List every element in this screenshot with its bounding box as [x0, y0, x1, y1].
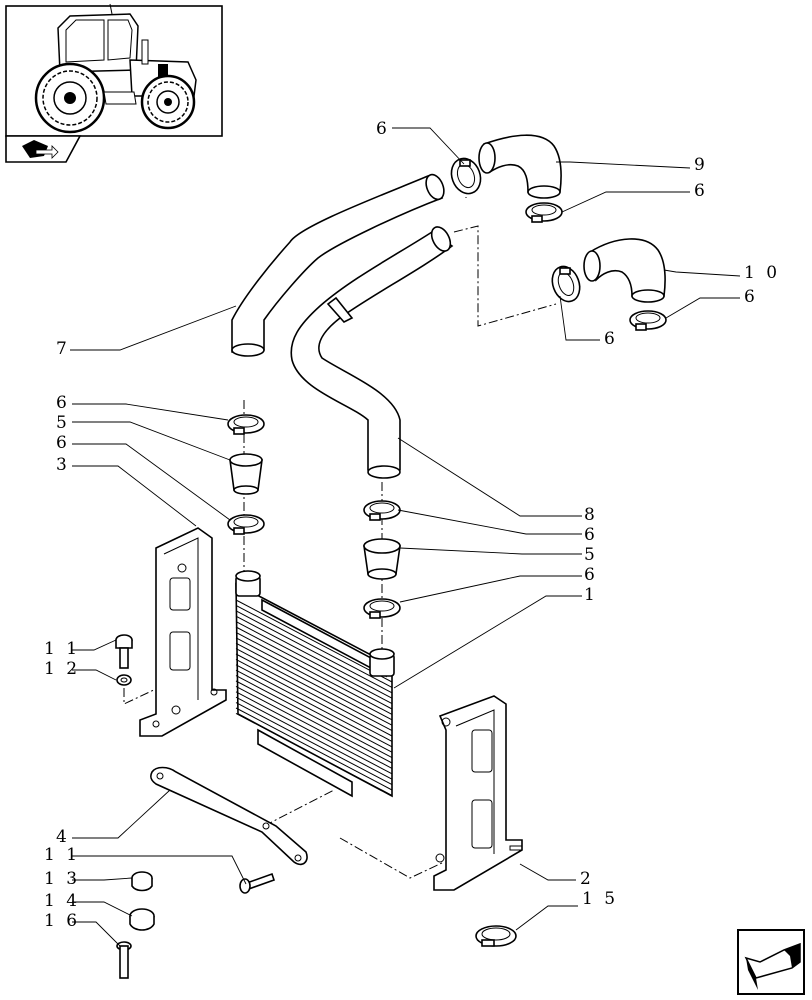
bracket-2[interactable]	[433, 695, 523, 891]
cooler-fin	[235, 604, 393, 688]
cooler-fin	[235, 599, 393, 683]
cooler-fin	[235, 637, 393, 721]
cooler-fin	[235, 712, 393, 796]
callout-6: 6	[56, 433, 70, 453]
callout-6: 6	[584, 525, 598, 545]
clamp-6-mid[interactable]	[548, 263, 585, 306]
callout-16: 1 6	[44, 911, 80, 931]
cooler-fin	[235, 685, 393, 769]
elbow-hose-9[interactable]	[478, 134, 562, 199]
callout-5: 5	[56, 413, 70, 433]
callout-6: 6	[584, 565, 598, 585]
cooler-fin	[235, 669, 393, 753]
callout-13: 1 3	[44, 869, 80, 889]
hose-pipe-8[interactable]	[290, 224, 454, 479]
callout-11: 1 1	[44, 845, 80, 865]
cooler-fin	[235, 675, 393, 759]
sleeve-5-left[interactable]	[229, 453, 263, 495]
intercooler-1[interactable]	[235, 570, 395, 798]
bolt-11-bottom[interactable]	[239, 872, 276, 894]
nut-14[interactable]	[129, 908, 155, 931]
callout-9: 9	[694, 155, 708, 175]
cooler-fin	[235, 642, 393, 726]
hose-pipe-7[interactable]	[231, 172, 447, 357]
callout-15: 1 5	[582, 889, 618, 909]
cooler-fin	[235, 702, 393, 786]
callout-8: 8	[584, 505, 598, 525]
callout-1: 1	[584, 585, 598, 605]
cooler-fin	[235, 653, 393, 737]
cooler-fin	[235, 648, 393, 732]
callout-7: 7	[56, 339, 70, 359]
sleeve-5-right[interactable]	[363, 538, 401, 580]
callout-6: 6	[376, 119, 390, 139]
cooler-fin	[235, 658, 393, 742]
cooler-fin	[235, 621, 393, 705]
cooler-fin	[235, 664, 393, 748]
clamp-6-elbow9[interactable]	[525, 202, 563, 223]
cooler-fin	[235, 691, 393, 775]
bracket-3[interactable]	[139, 527, 227, 737]
nut-13[interactable]	[131, 871, 153, 892]
callout-labels: 6 9 6 1 0 6 6 7 6 5 6 3 8 6 5 6 1 1 1 1 …	[44, 119, 780, 931]
callout-2: 2	[580, 869, 594, 889]
bolt-11-top[interactable]	[115, 634, 133, 669]
callout-5: 5	[584, 545, 598, 565]
clamp-6-left-upper[interactable]	[227, 414, 265, 435]
elbow-hose-10[interactable]	[583, 238, 666, 303]
clamp-6-right-lower[interactable]	[363, 598, 401, 619]
callout-6: 6	[694, 181, 708, 201]
leader-lines	[70, 127, 741, 947]
cooler-fin	[235, 631, 393, 715]
callout-4: 4	[56, 827, 70, 847]
clamp-6-left-lower[interactable]	[227, 514, 265, 535]
cooler-fin	[235, 610, 393, 694]
callout-11: 1 1	[44, 639, 80, 659]
callout-10: 1 0	[744, 263, 780, 283]
cooler-fin	[235, 680, 393, 764]
clamp-6-elbow10[interactable]	[629, 310, 667, 331]
callout-3: 3	[56, 455, 70, 475]
callout-6: 6	[56, 393, 70, 413]
cooler-fin	[235, 626, 393, 710]
bolt-16[interactable]	[116, 941, 132, 979]
tractor-thumbnail[interactable]	[5, 3, 223, 137]
tractor-icon	[34, 3, 197, 134]
cooler-fin	[235, 707, 393, 791]
cooler-fin	[235, 696, 393, 780]
callout-6: 6	[744, 287, 758, 307]
arrow-back-icon[interactable]	[737, 929, 805, 995]
washer-12[interactable]	[116, 674, 132, 686]
callout-6: 6	[604, 329, 618, 349]
clamp-6-right-upper[interactable]	[363, 500, 401, 521]
callout-12: 1 2	[44, 659, 80, 679]
cooler-fin	[235, 615, 393, 699]
book-arrow-icon[interactable]	[5, 135, 82, 163]
clamp-15[interactable]	[475, 925, 517, 947]
callout-14: 1 4	[44, 891, 80, 911]
support-strut-4[interactable]	[150, 766, 308, 866]
